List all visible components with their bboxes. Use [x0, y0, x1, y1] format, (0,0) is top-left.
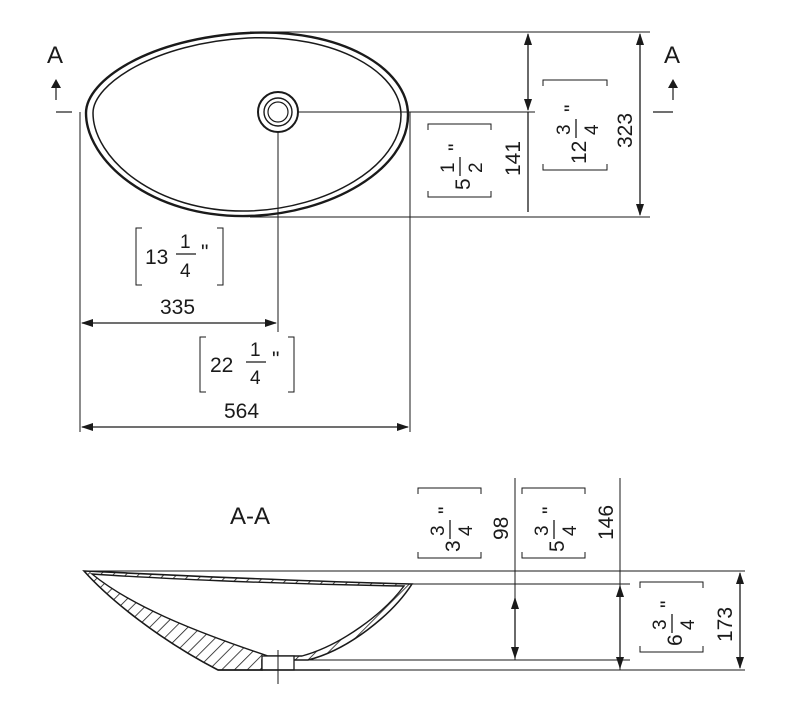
- basin-inner-outline: [92, 36, 402, 212]
- drain-middle-circle: [263, 97, 293, 127]
- inner-depth-mm-label: 98: [490, 517, 513, 540]
- svg-text:1: 1: [180, 232, 191, 253]
- svg-text:3: 3: [428, 525, 449, 536]
- svg-text:1: 1: [250, 340, 261, 361]
- drain-offset-mm-label: 335: [160, 296, 195, 319]
- svg-text:": ": [561, 105, 584, 112]
- svg-text:3: 3: [532, 525, 553, 536]
- svg-text:5: 5: [452, 178, 475, 190]
- length-mm-label: 564: [224, 400, 259, 423]
- top-view: A A 564 22 1 4 " 335 13 1 4 ": [47, 31, 680, 432]
- svg-text:22: 22: [210, 354, 233, 377]
- svg-text:3: 3: [650, 619, 671, 630]
- section-mark-right: A: [664, 42, 680, 69]
- svg-text:12: 12: [568, 141, 591, 164]
- drain-from-top-mm-label: 141: [502, 141, 525, 176]
- svg-text:4: 4: [560, 525, 581, 536]
- section-title: A-A: [230, 503, 270, 530]
- inner-depth-inch-label: 3 3 4 ": [417, 487, 482, 559]
- rim-depth-mm-label: 146: [595, 505, 618, 540]
- drain-offset-inch-label: 13 1 4 ": [135, 227, 224, 286]
- svg-text:6: 6: [664, 634, 687, 646]
- svg-text:5: 5: [546, 540, 569, 552]
- svg-text:3: 3: [442, 540, 465, 552]
- basin-outer-outline: [84, 31, 410, 218]
- svg-text:": ": [201, 241, 208, 264]
- total-height-inch-label: 6 3 4 ": [639, 581, 704, 653]
- svg-text:4: 4: [582, 124, 603, 135]
- svg-text:": ": [435, 507, 458, 514]
- total-height-mm-label: 173: [714, 607, 737, 642]
- rim-depth-inch-label: 5 3 4 ": [521, 487, 586, 559]
- length-inch-label: 22 1 4 ": [199, 336, 295, 393]
- svg-text:13: 13: [145, 246, 168, 269]
- drain-from-top-inch-label: 5 1 2 ": [427, 123, 492, 198]
- svg-text:4: 4: [180, 261, 191, 282]
- svg-text:4: 4: [250, 368, 261, 389]
- svg-text:": ": [539, 507, 562, 514]
- svg-text:4: 4: [678, 619, 699, 630]
- svg-text:": ": [272, 348, 279, 371]
- svg-text:1: 1: [438, 162, 459, 173]
- svg-text:2: 2: [466, 162, 487, 173]
- svg-text:3: 3: [554, 124, 575, 135]
- svg-text:4: 4: [456, 525, 477, 536]
- width-inch-label: 12 3 4 ": [542, 79, 608, 171]
- section-mark-left: A: [47, 42, 63, 69]
- drain-inner-circle: [267, 101, 289, 123]
- section-view: A-A 98 3 3 4 " 146: [82, 478, 745, 684]
- svg-text:": ": [657, 601, 680, 608]
- svg-text:": ": [445, 144, 468, 151]
- width-mm-label: 323: [614, 113, 637, 148]
- basin-section-interior: [89, 573, 406, 657]
